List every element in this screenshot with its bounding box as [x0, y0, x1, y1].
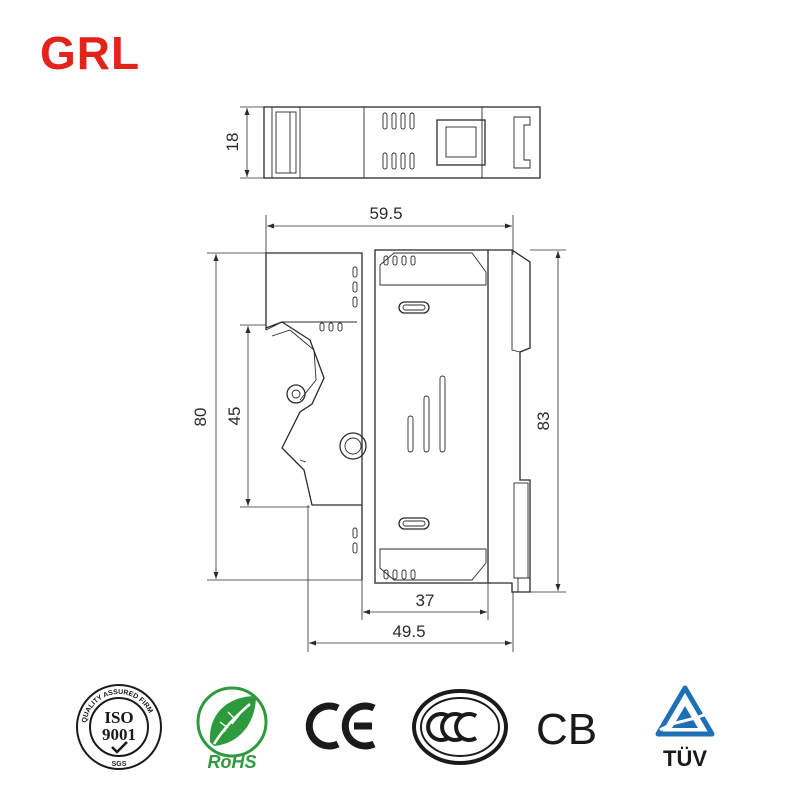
ccc-logo [412, 689, 508, 765]
brand-logo: GRL [40, 27, 141, 79]
iso-footer: SGS [112, 761, 127, 768]
dim-83-label: 83 [534, 412, 553, 431]
top-view: 18 [223, 106, 541, 179]
tuv-label: TÜV [663, 746, 707, 771]
dim-49-5-label: 49.5 [392, 622, 425, 641]
ce-logo [305, 702, 376, 750]
cb-logo: CB [536, 705, 597, 754]
front-view: 59.5 [191, 204, 566, 652]
dim-59-5-label: 59.5 [369, 204, 402, 223]
iso-line2: 9001 [102, 725, 136, 744]
cb-label: CB [536, 705, 597, 754]
rohs-label: RoHS [208, 752, 257, 772]
dim-80-label: 80 [191, 408, 210, 427]
iso-9001-logo: QUALITY ASSURED FIRM ISO 9001 SGS [76, 684, 162, 770]
dim-18-label: 18 [223, 133, 242, 152]
dim-45-label: 45 [225, 407, 244, 426]
tuv-logo: TÜV [655, 685, 715, 771]
rohs-logo: RoHS [196, 686, 268, 772]
iso-line1: ISO [104, 708, 133, 727]
dim-37-label: 37 [416, 591, 435, 610]
